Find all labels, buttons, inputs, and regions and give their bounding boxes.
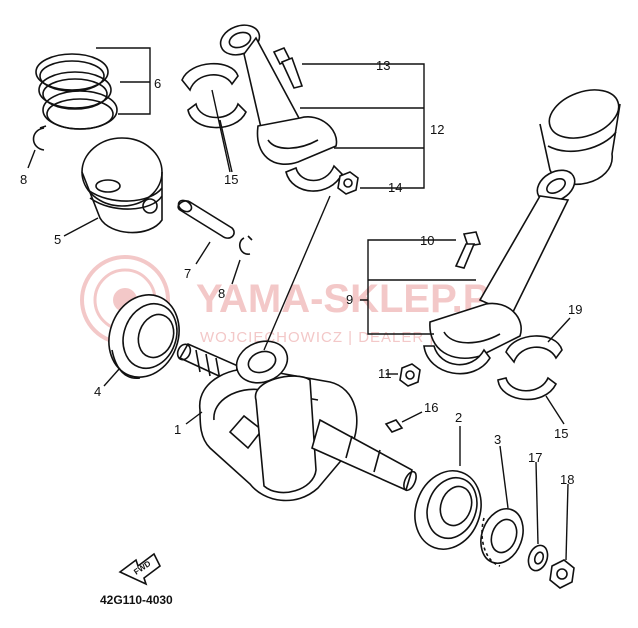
conrod-nut-upper <box>337 171 359 195</box>
conrod-bolt-right <box>454 231 482 269</box>
circlip-right <box>238 235 253 255</box>
connecting-rod-right <box>423 169 576 375</box>
crankshaft <box>176 340 417 502</box>
callout-18: 18 <box>560 472 574 487</box>
callout-19: 19 <box>568 302 582 317</box>
piston-pin <box>177 199 235 239</box>
callout-15-top: 15 <box>224 172 238 187</box>
callout-7: 7 <box>184 266 191 281</box>
callout-13: 13 <box>376 58 390 73</box>
circlip-left <box>32 125 47 151</box>
timing-gear <box>480 508 524 567</box>
bearing-right <box>414 470 482 550</box>
callout-5: 5 <box>54 232 61 247</box>
callout-8-right: 8 <box>218 286 225 301</box>
crankshaft-nut <box>549 559 575 589</box>
piston-rings <box>35 53 118 130</box>
callout-17: 17 <box>528 450 542 465</box>
callout-8-left: 8 <box>20 172 27 187</box>
watermark: YAMA-SKLEP.PL WOJCIECHOWICZ | DEALER | Y… <box>80 255 514 346</box>
callout-16: 16 <box>424 400 438 415</box>
conrod-nut-right <box>399 363 421 387</box>
callout-10: 10 <box>420 233 434 248</box>
callout-4: 4 <box>94 384 101 399</box>
callout-2: 2 <box>455 410 462 425</box>
diagram-code: 42G110-4030 <box>100 593 173 607</box>
callout-12: 12 <box>430 122 444 137</box>
bearing-shells-top <box>181 62 247 129</box>
bearing-left <box>108 294 180 379</box>
callout-6: 6 <box>154 76 161 91</box>
woodruff-key <box>384 419 404 433</box>
washer <box>527 544 549 572</box>
callout-1: 1 <box>174 422 181 437</box>
callout-labels: 1 2 3 4 5 6 7 8 8 9 10 11 12 13 14 15 15… <box>20 58 582 487</box>
callout-11: 11 <box>378 366 392 381</box>
bearing-shells-right <box>497 335 563 401</box>
piston <box>81 137 163 234</box>
callout-3: 3 <box>494 432 501 447</box>
conrod-bolt-upper <box>272 46 304 89</box>
callout-15-right: 15 <box>554 426 568 441</box>
callout-14: 14 <box>388 180 402 195</box>
forward-arrow-icon: FWD <box>118 552 162 586</box>
piston-outline-right <box>539 89 621 186</box>
connecting-rod-upper <box>219 24 343 192</box>
callout-9: 9 <box>346 292 353 307</box>
